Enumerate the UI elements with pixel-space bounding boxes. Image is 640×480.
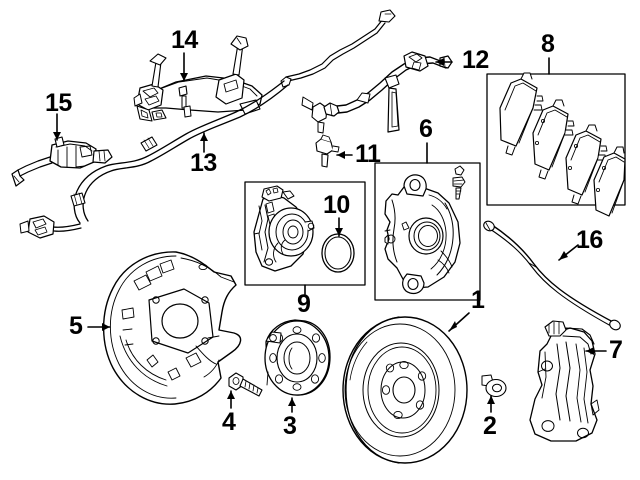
callout-11[interactable]: 11 — [355, 140, 381, 168]
part-actuator-seal-o-ring[interactable] — [321, 233, 355, 273]
part-caliper-mounting-bracket[interactable] — [529, 320, 600, 442]
part-brake-hose-line[interactable] — [280, 9, 453, 133]
callout-3[interactable]: 3 — [283, 412, 297, 440]
leader-lines — [53, 52, 607, 413]
part-wheel-hub-bearing[interactable] — [264, 319, 331, 396]
callout-9[interactable]: 9 — [297, 290, 311, 318]
callout-4[interactable]: 4 — [222, 408, 236, 436]
callout-13[interactable]: 13 — [190, 149, 217, 177]
part-wire-harness-retainer-clip[interactable] — [11, 136, 113, 187]
part-brake-rotor-disc[interactable] — [342, 316, 468, 464]
part-brake-pad-set[interactable] — [499, 72, 626, 217]
part-brake-dust-shield-backing-plate[interactable] — [102, 251, 242, 405]
part-abs-sensor-wiring-harness[interactable] — [19, 80, 289, 239]
callout-7[interactable]: 7 — [609, 336, 623, 364]
part-wiring-harness-bracket[interactable] — [133, 35, 263, 122]
callout-8[interactable]: 8 — [541, 30, 555, 58]
callout-1[interactable]: 1 — [471, 286, 485, 314]
callout-2[interactable]: 2 — [483, 412, 497, 440]
part-parking-brake-actuator-motor[interactable] — [253, 185, 315, 272]
callout-14[interactable]: 14 — [171, 26, 198, 54]
sensor-body-upper — [301, 96, 328, 134]
callout-6[interactable]: 6 — [419, 115, 433, 143]
part-parking-brake-cable[interactable] — [482, 219, 622, 331]
callout-15[interactable]: 15 — [45, 89, 72, 117]
part-hub-mounting-bolt[interactable] — [228, 372, 263, 397]
callout-5[interactable]: 5 — [69, 312, 83, 340]
part-brake-caliper-assembly[interactable] — [384, 165, 466, 295]
part-wheel-speed-sensor[interactable] — [315, 134, 340, 168]
callout-12[interactable]: 12 — [462, 46, 489, 74]
callout-10[interactable]: 10 — [323, 191, 350, 219]
callout-16[interactable]: 16 — [576, 226, 603, 254]
part-rotor-retaining-screw[interactable] — [481, 374, 507, 402]
